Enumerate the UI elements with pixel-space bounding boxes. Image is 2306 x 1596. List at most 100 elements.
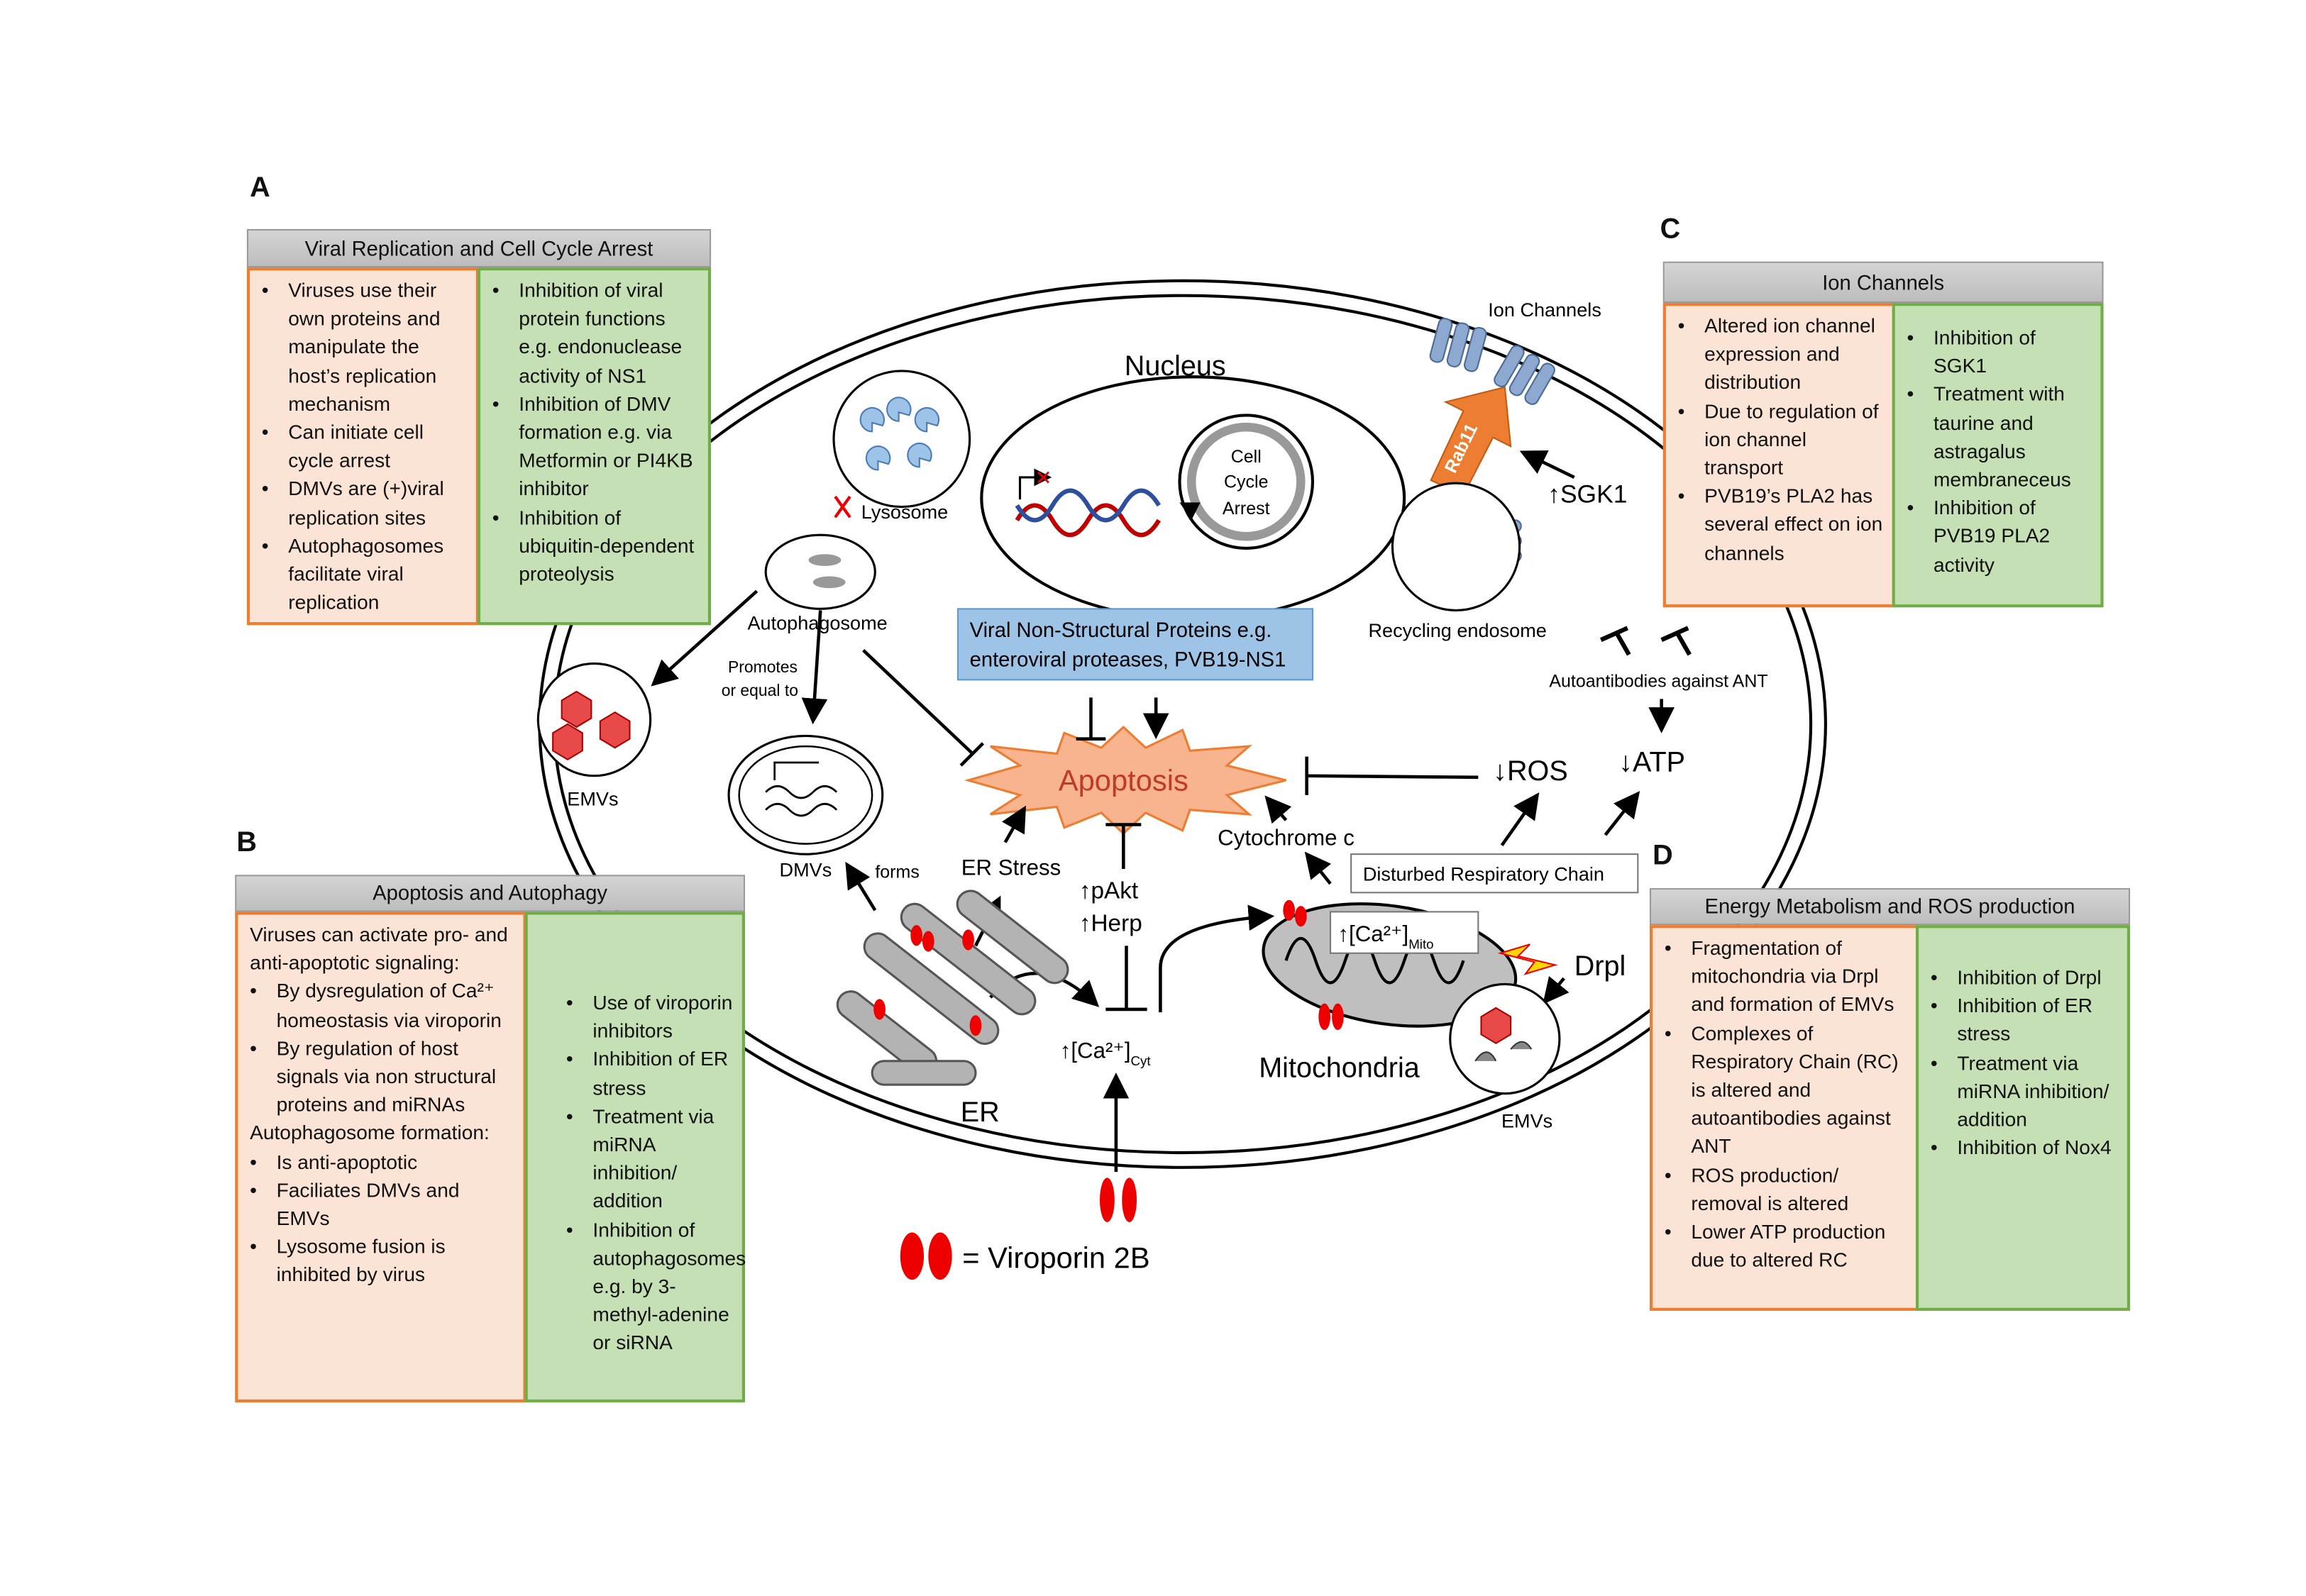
panel-b: Apoptosis and Autophagy Viruses can acti… [235,875,746,1403]
sgk1-label: ↑SGK1 [1548,480,1627,508]
bullet-list: Inhibition of DrplInhibition of ER stres… [1931,963,2119,1162]
bullet-item: Treatment via miRNA inhibition/ addition [566,1102,733,1216]
ca-mito-box [1329,911,1479,954]
ion-channels-label: Ion Channels [1488,299,1601,321]
bullet-item: Altered ion channel expression and distr… [1678,312,1883,397]
viral-proteins-text: Viral Non-Structural Proteins e.g. [970,619,1272,642]
er-label: ER [961,1097,1000,1128]
lysosome-label: Lysosome [861,501,948,523]
emvs-left-label: EMVs [567,787,618,809]
pathway-arrows [651,450,1675,1173]
bullet-list: Fragmentation of mitochondria via Drpl a… [1665,934,1907,1275]
bullet-item: Inhibition of ER stress [566,1046,733,1102]
bullet-item: Inhibition of autophagosomes e.g. by 3-m… [566,1216,746,1358]
panel-d-effects: Fragmentation of mitochondria via Drpl a… [1649,925,1919,1311]
lightning-icon [1497,943,1558,975]
bullet-item: Faciliates DMVs and EMVs [250,1176,514,1233]
bullet-list: By dysregulation of Ca²⁺ homeostasis via… [250,977,514,1119]
panel-c-title: Ion Channels [1662,261,2104,304]
panel-c-treatments: Inhibition of SGK1Treatment with taurine… [1892,303,2104,608]
emvs-right-label: EMVs [1501,1110,1552,1132]
bullet-item: Inhibition of DMV formation e.g. via Met… [492,390,699,504]
apoptosis-label: Apoptosis [1059,764,1188,797]
panel-d-treatments: Inhibition of DrplInhibition of ER stres… [1915,925,2131,1311]
apoptosis-burst [964,725,1286,836]
bullet-item: Is anti-apoptotic [250,1148,514,1176]
panel-d: Energy Metabolism and ROS production Fra… [1649,888,2131,1311]
viral-proteins-text: enteroviral proteases, PVB19-NS1 [970,649,1286,672]
recycling-endosome-label: Recycling endosome [1368,619,1546,641]
bullet-item: PVB19’s PLA2 has several effect on ion c… [1678,482,1883,567]
virus-icon [1480,1007,1512,1045]
bullet-item: Viruses use their own proteins and manip… [262,277,467,419]
cell-cycle-arrest [1178,414,1315,550]
dmvs-label: DMVs [780,858,832,880]
bullet-item: Inhibition of ubiquitin-dependent proteo… [492,504,699,589]
nucleus-label: Nucleus [1125,350,1226,382]
herp-label: ↑Herp [1079,910,1142,936]
panel-a-effects: Viruses use their own proteins and manip… [246,267,479,626]
bullet-list: Inhibition of SGK1Treatment with taurine… [1907,323,2091,579]
panel-a-label: A [250,172,270,204]
panel-d-title: Energy Metabolism and ROS production [1649,888,2131,926]
blocked-x-icon [834,495,851,519]
panel-c-effects: Altered ion channel expression and distr… [1662,303,1895,608]
bullet-item: Inhibition of PVB19 PLA2 activity [1907,494,2092,579]
emvs-left [536,662,652,777]
panel-b-intro: Viruses can activate pro- and anti-apopt… [250,924,508,975]
emvs-right [1449,982,1561,1095]
panel-b-label: B [236,827,257,859]
panel-c-label: C [1660,214,1681,245]
viral-proteins-box [956,608,1314,681]
autophagosome-label: Autophagosome [747,611,887,633]
er-stress-label: ER Stress [961,855,1061,880]
cell-cycle-text: Cycle [1224,472,1268,492]
bullet-item: Inhibition of Drpl [1931,963,2118,992]
forms-label: forms [875,862,919,882]
bullet-item: Inhibition of Nox4 [1931,1134,2118,1162]
viroporin-legend-label: = Viroporin 2B [962,1241,1149,1274]
bullet-item: Use of viroporin inhibitors [566,989,733,1046]
ros-label: ↓ROS [1493,755,1568,787]
dmvs [727,734,884,855]
bullet-list: Inhibition of viral protein functions e.… [492,277,700,589]
bullet-item: Treatment via miRNA inhibition/ addition [1931,1048,2118,1134]
panel-b-effects: Viruses can activate pro- and anti-apopt… [235,911,526,1403]
viroporin-mito [1283,899,1344,1031]
drpl-label: Drpl [1574,951,1626,982]
promotes-label: Promotes [728,658,798,676]
cytochrome-c-label: Cytochrome c [1218,826,1355,850]
cycle-arrow-icon [1179,502,1201,521]
disturbed-rc-label: Disturbed Respiratory Chain [1363,863,1604,885]
cell-cycle-text: Cell [1231,447,1262,467]
atp-label: ↓ATP [1618,746,1685,777]
recycling-endosome [1391,482,1521,611]
svg-text:✕: ✕ [1035,467,1052,489]
bullet-list: Is anti-apoptoticFaciliates DMVs and EMV… [250,1148,514,1290]
panel-c: Ion Channels Altered ion channel express… [1662,261,2104,608]
disturbed-rc-box [1350,853,1639,894]
viroporin-membrane [1099,1177,1137,1222]
panel-a-treatments: Inhibition of viral protein functions e.… [477,267,712,626]
bullet-item: ROS production/ removal is altered [1665,1161,1907,1218]
bullet-item: Inhibition of ER stress [1931,992,2118,1048]
bullet-item: Treatment with taurine and astragalus me… [1907,380,2092,494]
bullet-list: Use of viroporin inhibitorsInhibition of… [566,989,746,1358]
bullet-item: Inhibition of SGK1 [1907,323,2092,380]
bullet-item: Inhibition of viral protein functions e.… [492,277,699,390]
bullet-item: By dysregulation of Ca²⁺ homeostasis via… [250,977,514,1034]
cell-cycle-ring [1186,422,1306,541]
bullet-item: Complexes of Respiratory Chain (RC) is a… [1665,1019,1907,1161]
panel-a: Viral Replication and Cell Cycle Arrest … [246,228,712,626]
panel-a-title: Viral Replication and Cell Cycle Arrest [246,228,712,268]
antibody-icons [1599,626,1692,656]
panel-b-intro: Autophagosome formation: [250,1122,490,1145]
lysosome [832,370,971,509]
autoantibodies-label: Autoantibodies against ANT [1549,672,1767,692]
bullet-item: By regulation of host signals via non st… [250,1034,514,1119]
bullet-item: Fragmentation of mitochondria via Drpl a… [1665,934,1907,1019]
bullet-item: Can initiate cell cycle arrest [262,419,467,475]
bullet-item: DMVs are (+)viral replication sites [262,475,467,532]
